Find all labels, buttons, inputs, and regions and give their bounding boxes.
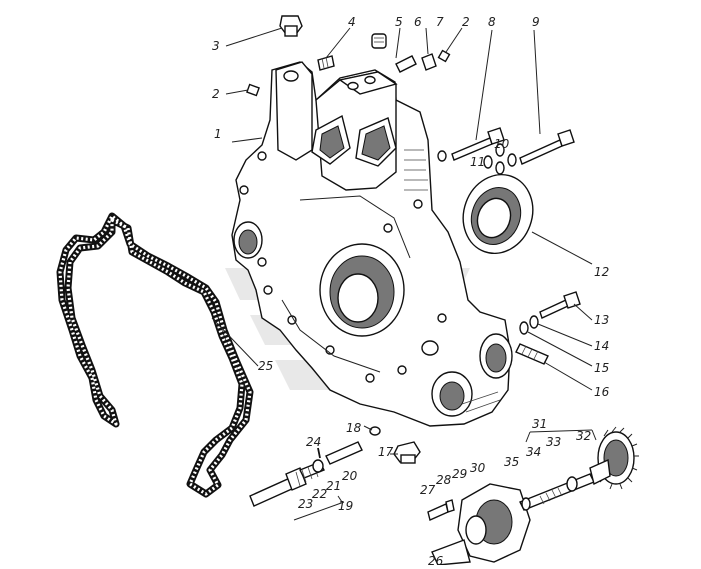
stud-16 bbox=[515, 343, 549, 365]
callout-27: 27 bbox=[420, 483, 436, 497]
callout-24: 24 bbox=[306, 435, 321, 449]
relief-valve-assembly-19 bbox=[249, 441, 363, 507]
bolt-13 bbox=[539, 291, 581, 319]
callout-33: 33 bbox=[546, 435, 561, 449]
callout-8: 8 bbox=[488, 15, 496, 29]
washer-10 bbox=[495, 143, 517, 167]
callout-30: 30 bbox=[470, 461, 486, 475]
stud-4 bbox=[317, 55, 335, 71]
callout-7: 7 bbox=[436, 15, 444, 29]
plug-3 bbox=[279, 15, 303, 37]
callout-14: 14 bbox=[594, 339, 609, 353]
oil-seal-12 bbox=[462, 173, 534, 255]
callout-3: 3 bbox=[212, 39, 220, 53]
washer-18 bbox=[369, 426, 381, 436]
callout-35: 35 bbox=[504, 455, 519, 469]
callout-20: 20 bbox=[342, 469, 358, 483]
callout-6: 6 bbox=[414, 15, 422, 29]
pin-2-left bbox=[246, 83, 260, 97]
plug-17 bbox=[393, 441, 421, 464]
callout-32: 32 bbox=[576, 429, 591, 443]
callout-9: 9 bbox=[532, 15, 540, 29]
callout-21: 21 bbox=[326, 479, 341, 493]
callout-25: 25 bbox=[258, 359, 273, 373]
callout-34: 34 bbox=[526, 445, 541, 459]
leader-lines bbox=[211, 27, 597, 521]
callout-19: 19 bbox=[338, 499, 353, 513]
callout-29: 29 bbox=[452, 467, 467, 481]
callout-12: 12 bbox=[594, 265, 609, 279]
callout-13: 13 bbox=[594, 313, 609, 327]
callout-5: 5 bbox=[395, 15, 403, 29]
gasket-25 bbox=[56, 212, 254, 498]
callout-31: 31 bbox=[532, 417, 547, 431]
callout-labels: 1 2 2 3 4 5 6 7 8 9 10 11 12 13 14 15 16… bbox=[212, 15, 610, 568]
stud-6 bbox=[395, 55, 417, 73]
timing-case-housing-1 bbox=[231, 61, 513, 427]
callout-18: 18 bbox=[346, 421, 362, 435]
callout-1: 1 bbox=[214, 127, 222, 141]
callout-2-top: 2 bbox=[462, 15, 470, 29]
callout-2-left: 2 bbox=[212, 87, 220, 101]
plug-5 bbox=[371, 33, 387, 49]
callout-26: 26 bbox=[428, 554, 444, 565]
callout-22: 22 bbox=[312, 487, 327, 501]
callout-11: 11 bbox=[470, 155, 485, 169]
washer-14 bbox=[529, 315, 539, 329]
oil-pump-assembly bbox=[427, 426, 639, 566]
callout-23: 23 bbox=[298, 497, 313, 511]
callout-17: 17 bbox=[378, 445, 394, 459]
pin-2-top bbox=[437, 49, 451, 63]
callout-28: 28 bbox=[436, 473, 452, 487]
stud-7 bbox=[421, 53, 437, 71]
callout-10: 10 bbox=[494, 137, 510, 151]
washer-11 bbox=[483, 155, 505, 175]
bolt-8 bbox=[437, 127, 505, 162]
callout-4: 4 bbox=[348, 15, 356, 29]
callout-16: 16 bbox=[594, 385, 610, 399]
washer-15 bbox=[519, 321, 529, 335]
callout-15: 15 bbox=[594, 361, 609, 375]
bolt-9 bbox=[519, 129, 575, 165]
